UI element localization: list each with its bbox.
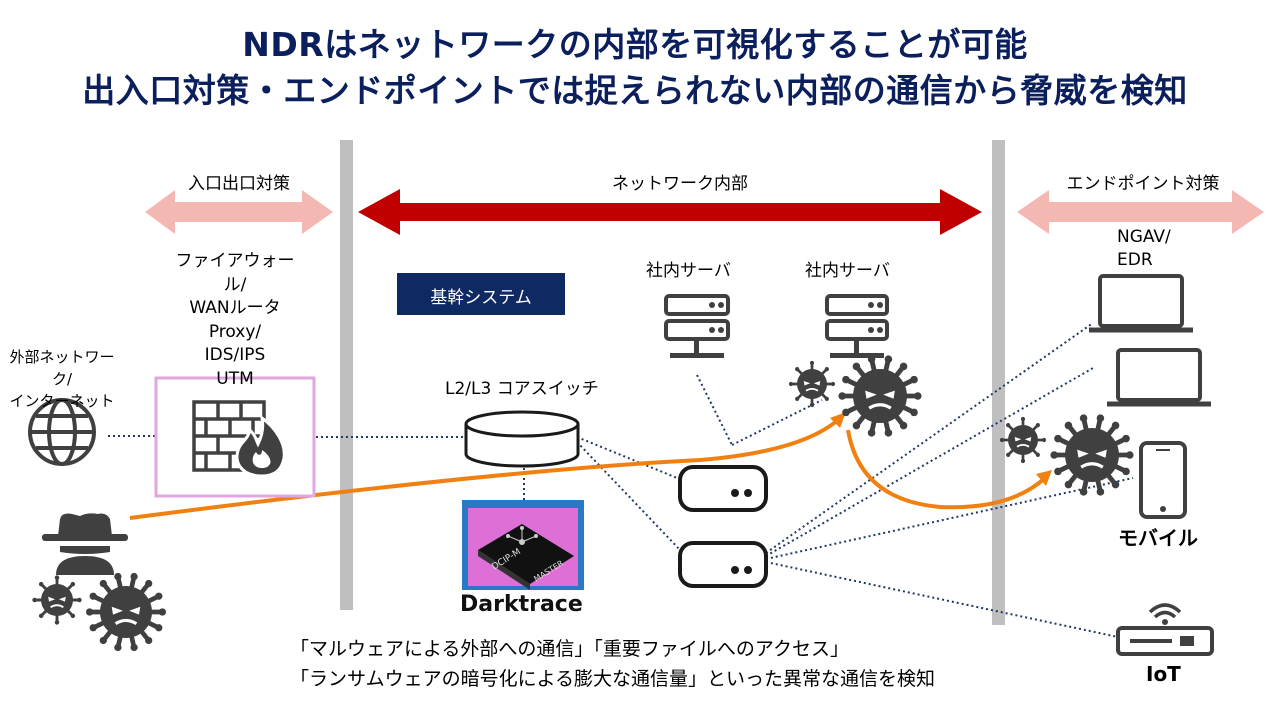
virus-icon-small-2 — [788, 360, 836, 408]
firewall-label-line-5: UTM — [216, 368, 254, 389]
backbone-system-label: 基幹システム — [430, 288, 532, 308]
globe-icon — [28, 398, 96, 466]
zone-label-perimeter: 入口出口対策 — [188, 174, 290, 194]
threat-path-external-head — [830, 412, 846, 428]
server-icon-1 — [664, 294, 730, 358]
switch-icon-2 — [678, 541, 768, 588]
server-label-1: 社内サーバ — [646, 261, 731, 281]
firewall-label-line-1: ファイアウォール/ — [175, 251, 295, 295]
page-title-line-2: 出入口対策・エンドポイントでは捉えられない内部の通信から脅威を検知 — [82, 71, 1188, 110]
external-network-label: 外部ネットワーク/ インターネット — [0, 346, 124, 412]
endpoint-divider — [992, 140, 1005, 625]
internal-arrow — [358, 189, 982, 235]
virus-icon-small-3 — [999, 416, 1047, 464]
endpoint-label-line-2: EDR — [1117, 250, 1153, 270]
iot-icon — [1116, 603, 1214, 656]
darktrace-label: Darktrace — [460, 592, 583, 617]
external-label-line-2: インターネット — [9, 392, 115, 410]
zone-label-endpoint: エンドポイント対策 — [1066, 174, 1220, 194]
firewall-label-line-4: IDS/IPS — [204, 345, 266, 365]
firewall-label: ファイアウォール/ WANルータ Proxy/ IDS/IPS UTM — [165, 250, 305, 391]
zone-label-internal: ネットワーク内部 — [612, 174, 748, 194]
server-icon-2 — [825, 294, 889, 358]
core-switch-label: L2/L3 コアスイッチ — [445, 379, 599, 399]
endpoint-arrow — [1017, 190, 1264, 234]
endpoint-software-label: NGAV/ EDR — [1117, 226, 1171, 272]
hacker-icon — [42, 513, 128, 575]
threat-path-lateral-head — [1036, 470, 1052, 486]
mobile-icon — [1139, 441, 1187, 519]
mobile-label: モバイル — [1118, 526, 1198, 550]
darktrace-appliance-icon — [478, 524, 574, 590]
detection-note-line-2: 「ランサムウェアの暗号化による膨大な通信量」といった異常な通信を検知 — [290, 668, 936, 690]
endpoint-label-line-1: NGAV/ — [1117, 227, 1171, 247]
firewall-label-line-2: WANルータ — [189, 298, 281, 318]
virus-icon-large-3 — [1050, 414, 1134, 496]
laptop-icon-1 — [1089, 274, 1193, 333]
virus-icon-large-1 — [85, 572, 167, 652]
perimeter-arrow — [145, 190, 333, 234]
firewall-label-line-3: Proxy/ — [208, 321, 262, 342]
backbone-box — [397, 273, 565, 315]
fire-icon — [235, 414, 286, 478]
iot-label: IoT — [1146, 662, 1181, 686]
switch-icon-1 — [678, 465, 768, 512]
virus-icon-large-2 — [838, 355, 922, 437]
virus-icon-small-1 — [32, 575, 82, 625]
detection-note-line-1: 「マルウェアによる外部への通信」「重要ファイルへのアクセス」 — [290, 638, 849, 660]
page-title-line-1: NDRはネットワークの内部を可視化することが可能 — [242, 25, 1028, 64]
core-switch-icon — [464, 410, 580, 468]
perimeter-divider — [340, 140, 353, 610]
threat-path-lateral — [846, 429, 1047, 510]
network-links — [108, 322, 1134, 638]
external-label-line-1: 外部ネットワーク/ — [9, 348, 115, 388]
laptop-icon-2 — [1107, 348, 1211, 407]
server-label-2: 社内サーバ — [805, 261, 890, 281]
